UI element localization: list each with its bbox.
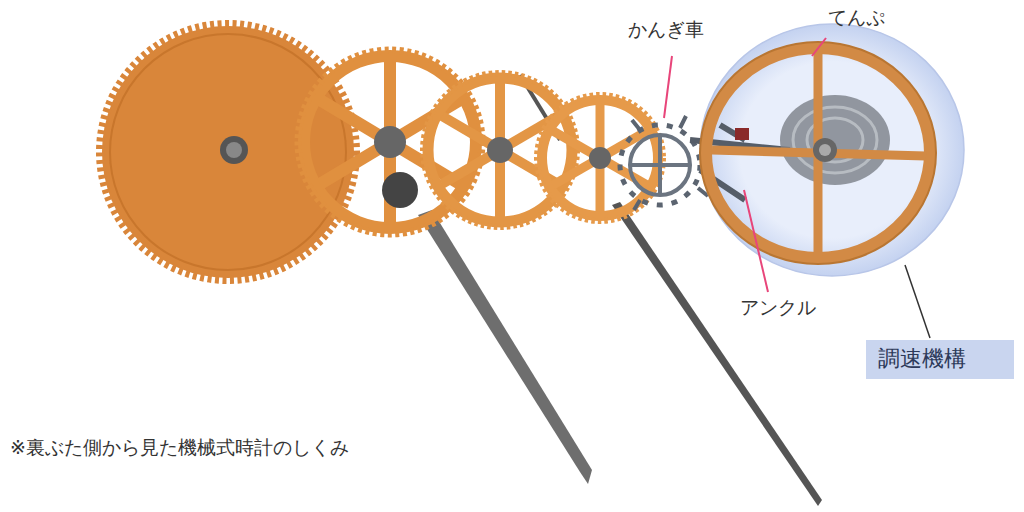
label-band: 調速機構 <box>866 340 1014 379</box>
leader-line <box>744 190 768 292</box>
hour-hand <box>418 210 592 484</box>
part-label: アンクル <box>740 296 816 319</box>
balance-wheel <box>700 42 936 264</box>
part-label: かんぎ車 <box>628 18 704 41</box>
leader-line <box>905 265 930 338</box>
leader-line <box>664 56 672 118</box>
part-label: てんぷ <box>828 6 885 29</box>
third-wheel <box>423 73 577 227</box>
escape-wheel <box>620 116 712 210</box>
barrel-gear <box>100 24 356 280</box>
regulator-halo <box>700 24 964 276</box>
band-label: 調速機構 <box>878 346 1002 372</box>
leader-line <box>812 38 826 56</box>
note-text: ※裏ぶた側から見た機械式時計のしくみ <box>10 436 349 459</box>
